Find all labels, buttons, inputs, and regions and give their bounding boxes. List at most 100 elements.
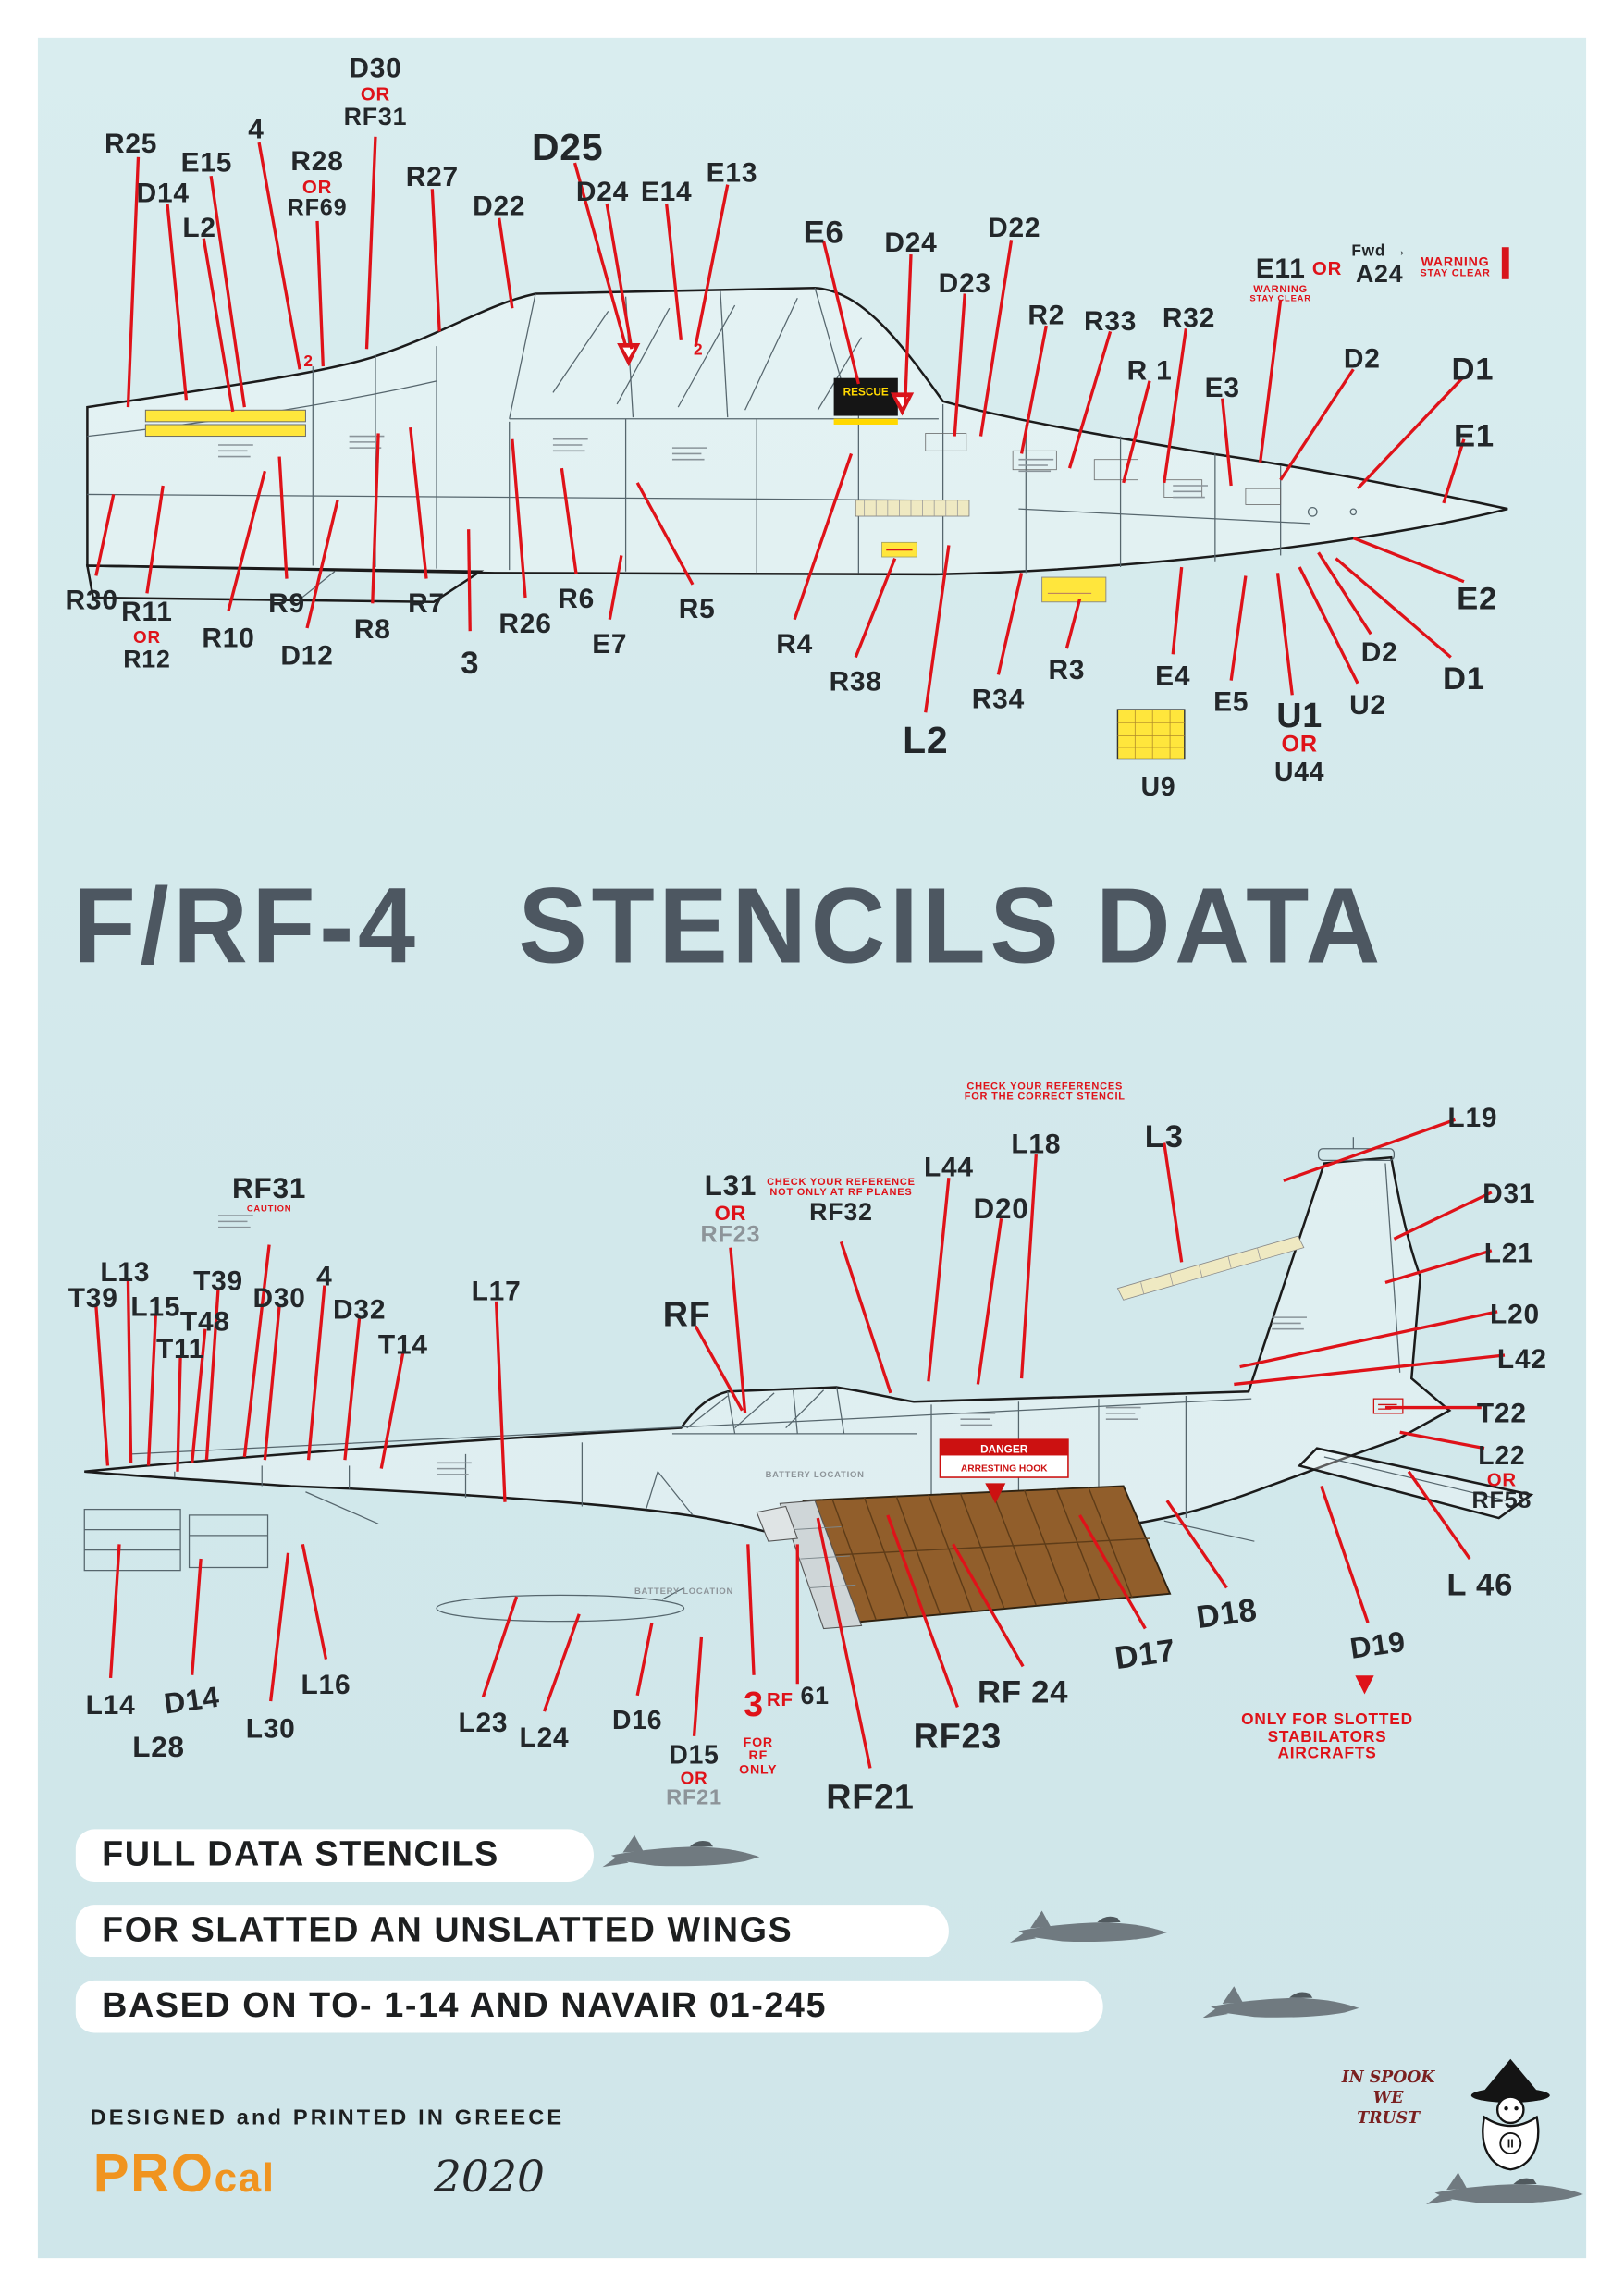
leader-line [166, 203, 189, 401]
callout-r8: R8 [354, 616, 391, 645]
callout-label: L30 [245, 1714, 296, 1746]
leader-line [560, 467, 578, 575]
leader-line [976, 1218, 1003, 1385]
leader-line [1275, 573, 1294, 696]
leader-line [257, 142, 301, 370]
callout-label: R34 [971, 685, 1026, 716]
leader-line [854, 557, 897, 659]
callout-r38: R38 [830, 668, 882, 697]
leader-line [1067, 330, 1113, 469]
callout-label: ▼ [1348, 1664, 1382, 1702]
callout-label: 3 [461, 644, 480, 681]
callout-battery-location: BATTERY LOCATION [634, 1587, 733, 1597]
callout-e7: E7 [592, 629, 628, 660]
callout-2: 2 [694, 342, 703, 360]
callout-label: L3 [1144, 1117, 1184, 1155]
leader-line [467, 529, 472, 632]
callout-l2: L2 [903, 720, 948, 761]
callout-r7: R7 [408, 588, 445, 620]
callout-label: R4 [776, 629, 814, 660]
callout-label: D25 [531, 125, 604, 169]
callout-label: STAY CLEAR [1249, 295, 1311, 304]
callout-label: D24 [575, 177, 630, 208]
leader-line [1393, 1191, 1493, 1241]
leader-line [126, 156, 141, 408]
callout-l-46: L 46 [1446, 1567, 1513, 1600]
callout-e14: E14 [641, 179, 693, 207]
callout-label: D22 [473, 191, 526, 223]
emblem-text: II [1507, 2138, 1514, 2151]
leader-line [1019, 325, 1048, 454]
leader-line [1335, 557, 1452, 659]
callout-label: R30 [65, 586, 118, 617]
callout-label: R7 [408, 588, 445, 620]
leader-line [306, 1285, 326, 1461]
leader-line [364, 136, 377, 350]
leader-line [301, 1544, 328, 1660]
leader-line [978, 240, 1014, 437]
callout-label: D1 [1443, 660, 1485, 697]
leader-line [542, 1613, 581, 1712]
spook-mascot: II [1426, 2058, 1583, 2204]
leader-line [315, 220, 325, 367]
callout-label: RF 24 [978, 1673, 1069, 1710]
leader-line [1317, 551, 1372, 636]
danger-placard-text: DANGER [980, 1443, 1028, 1455]
leader-line [191, 1558, 203, 1675]
callout-l44: L44 [924, 1154, 974, 1183]
callout-d31: D31 [1483, 1180, 1535, 1209]
callout-label: STABILATORS [1267, 1728, 1387, 1747]
callout-label: R6 [558, 584, 596, 615]
arresting-hook-text: ARRESTING HOOK [961, 1464, 1048, 1475]
leader-line [1407, 1470, 1471, 1561]
leader-line [191, 1328, 207, 1463]
callout-label: WARNING [1421, 254, 1490, 269]
callout-label: L21 [1483, 1239, 1534, 1270]
callout-label: RF58 [1471, 1487, 1532, 1513]
callout-label: D2 [1343, 344, 1381, 376]
callout-label: D24 [884, 228, 938, 259]
callout-label: 61 [800, 1682, 830, 1710]
leader-line [263, 1305, 281, 1461]
banner-label: FULL DATA STENCILS [102, 1834, 499, 1875]
callout-l13: L13 [100, 1259, 150, 1288]
leader-line [1163, 328, 1188, 484]
callout-label: D18 [1194, 1590, 1260, 1636]
brand-big: PRO [92, 2142, 215, 2203]
callout-d18: D18 [1194, 1590, 1260, 1636]
callout-rf-24: RF 24 [978, 1675, 1068, 1709]
leader-line [202, 238, 235, 413]
callout-l3: L3 [1145, 1119, 1184, 1153]
callout-label: E14 [640, 177, 693, 208]
callout-r33: R33 [1084, 308, 1137, 337]
callout-label: E1 [1453, 417, 1495, 454]
callout-d30: D30 [253, 1285, 306, 1315]
callout-l21: L21 [1483, 1239, 1534, 1270]
callout-label: T48 [179, 1307, 230, 1339]
callout-or: OR [1312, 259, 1342, 278]
leader-line [1171, 566, 1184, 655]
leader-line [665, 203, 683, 340]
callout-label: R10 [202, 623, 255, 655]
callout-4: 4 [248, 115, 265, 146]
callout-d2: D2 [1360, 638, 1398, 670]
callout-label: E7 [592, 629, 628, 660]
leader-line [1442, 438, 1466, 504]
callout-label: U9 [1140, 772, 1176, 802]
leader-line [1122, 380, 1151, 484]
motto-line: IN SPOOK [1341, 2068, 1435, 2087]
leader-line [1352, 537, 1465, 584]
callout-l17: L17 [472, 1278, 522, 1307]
callout-label: E5 [1213, 687, 1249, 719]
brand-logo: PROcal [93, 2143, 276, 2204]
callout-label: FOR THE CORRECT STENCIL [964, 1092, 1126, 1104]
callout-label: RF32 [809, 1197, 873, 1226]
callout-d16: D16 [612, 1707, 662, 1734]
callout-label: D2 [1360, 638, 1398, 670]
callout-label: L22 [1478, 1440, 1526, 1471]
callout-label: 4 [248, 115, 265, 146]
leader-line [1064, 599, 1082, 649]
